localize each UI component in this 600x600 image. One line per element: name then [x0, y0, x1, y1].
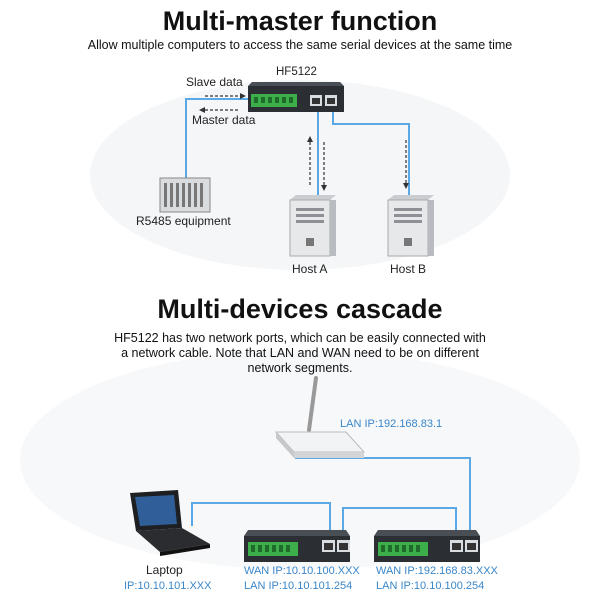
rs485-equipment-label: R5485 equipment	[136, 214, 231, 228]
arrow-heads	[199, 93, 409, 191]
laptop-label: Laptop	[146, 563, 183, 577]
host-b-label: Host B	[390, 262, 427, 276]
device2-wan-ip: WAN IP:192.168.83.XXX	[376, 565, 498, 577]
cable-device1-device2	[342, 507, 457, 536]
section2-desc-line-1: HF5122 has two network ports, which can …	[114, 331, 486, 345]
hf5122-device-1	[244, 530, 350, 562]
hf5122-device-2	[374, 530, 480, 562]
section1-subtitle: Allow multiple computers to access the s…	[87, 38, 513, 52]
section1-title: Multi-master function	[162, 6, 438, 36]
section2-desc-line-3: network segments.	[247, 361, 353, 375]
master-data-label: Master data	[192, 113, 256, 127]
laptop-graphic	[130, 490, 210, 556]
device1-lan-ip: LAN IP:10.10.101.254	[244, 580, 353, 592]
hf5122-device-top	[248, 82, 344, 112]
hf5122-label: HF5122	[276, 66, 317, 78]
device2-lan-ip: LAN IP:10.10.100.254	[376, 580, 485, 592]
host-a-label: Host A	[292, 262, 328, 276]
host-b-server-graphic	[387, 195, 434, 257]
cable-host-b	[332, 112, 410, 195]
cable-rs485	[185, 98, 250, 178]
cables-section1	[185, 98, 410, 200]
section2-title: Multi-devices cascade	[157, 294, 443, 324]
slave-data-label: Slave data	[186, 75, 243, 89]
laptop-ip: IP:10.10.101.XXX	[124, 580, 212, 592]
cable-laptop-device1	[191, 502, 331, 536]
rs485-equipment-graphic	[159, 177, 211, 213]
device1-wan-ip: WAN IP:10.10.100.XXX	[244, 565, 360, 577]
router-lan-ip: LAN IP:192.168.83.1	[340, 418, 443, 430]
router-graphic	[274, 376, 366, 458]
data-arrows	[205, 95, 407, 185]
host-a-server-graphic	[289, 195, 336, 257]
section2-desc-line-2: a network cable. Note that LAN and WAN n…	[121, 346, 479, 360]
